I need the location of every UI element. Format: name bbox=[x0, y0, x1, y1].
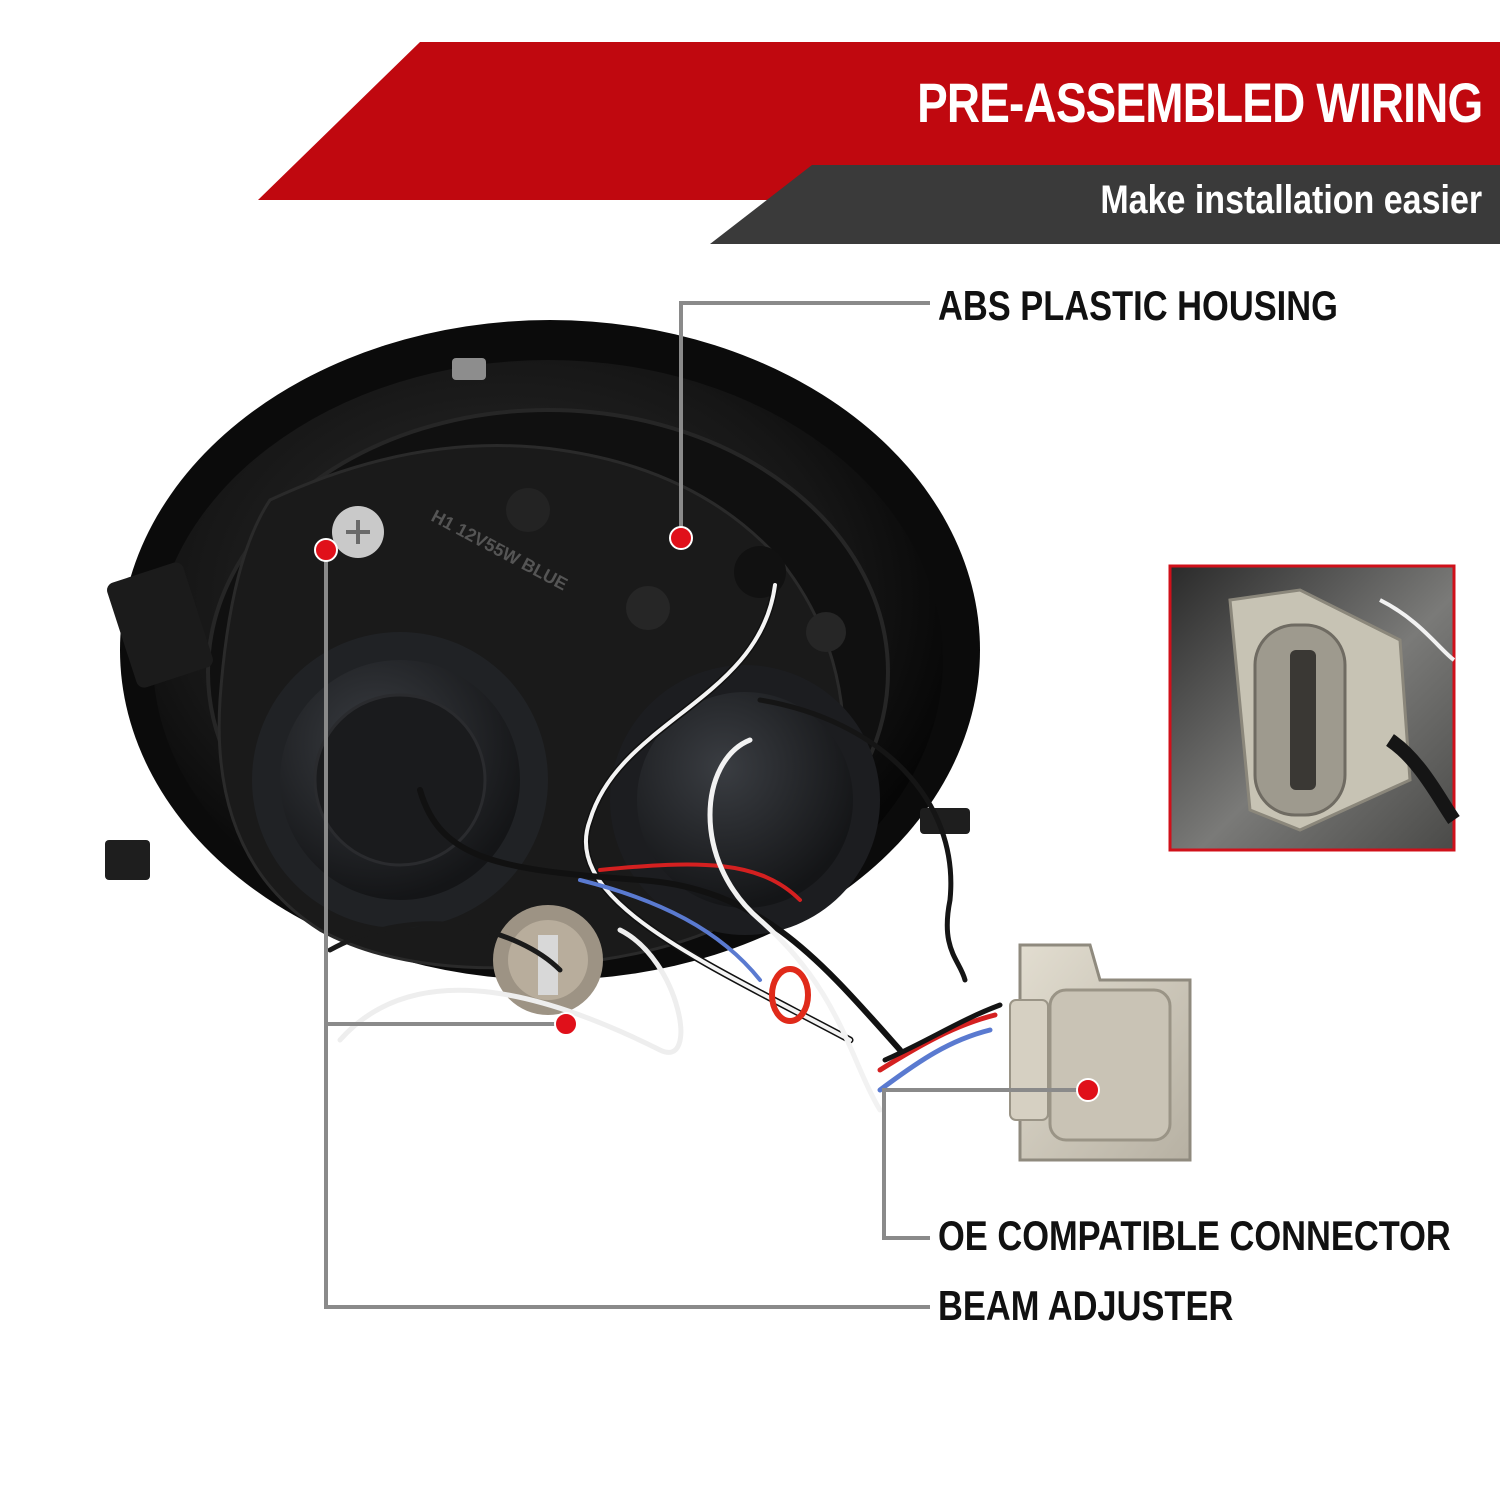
banner-subheadline: Make installation easier bbox=[1100, 178, 1482, 222]
marker-dot-connector bbox=[1076, 1078, 1100, 1102]
callout-markers bbox=[314, 526, 1100, 1102]
oe-connector-plug bbox=[1009, 943, 1192, 1162]
wiring-harness bbox=[327, 581, 1003, 1113]
leader-line-adjuster bbox=[324, 550, 930, 1309]
callout-label-adjuster: BEAM ADJUSTER bbox=[938, 1282, 1234, 1329]
banner-dark-band bbox=[710, 165, 1500, 244]
banner-headline: PRE-ASSEMBLED WIRING bbox=[916, 71, 1483, 134]
marker-dot-beam-top bbox=[314, 538, 338, 562]
marker-dot-beam-adjuster bbox=[554, 1012, 578, 1036]
headlight-assembly: H1 12V55W BLUE bbox=[105, 320, 980, 1015]
leader-lines bbox=[324, 301, 1088, 1309]
marker-dot-housing bbox=[669, 526, 693, 550]
callout-label-connector: OE COMPATIBLE CONNECTOR bbox=[938, 1212, 1451, 1259]
leader-line-housing bbox=[679, 301, 930, 538]
banner-red-band bbox=[258, 42, 1500, 200]
leader-line-connector bbox=[882, 1088, 1088, 1240]
connector-inset-photo bbox=[1168, 564, 1460, 852]
callout-label-housing: ABS PLASTIC HOUSING bbox=[938, 282, 1338, 329]
